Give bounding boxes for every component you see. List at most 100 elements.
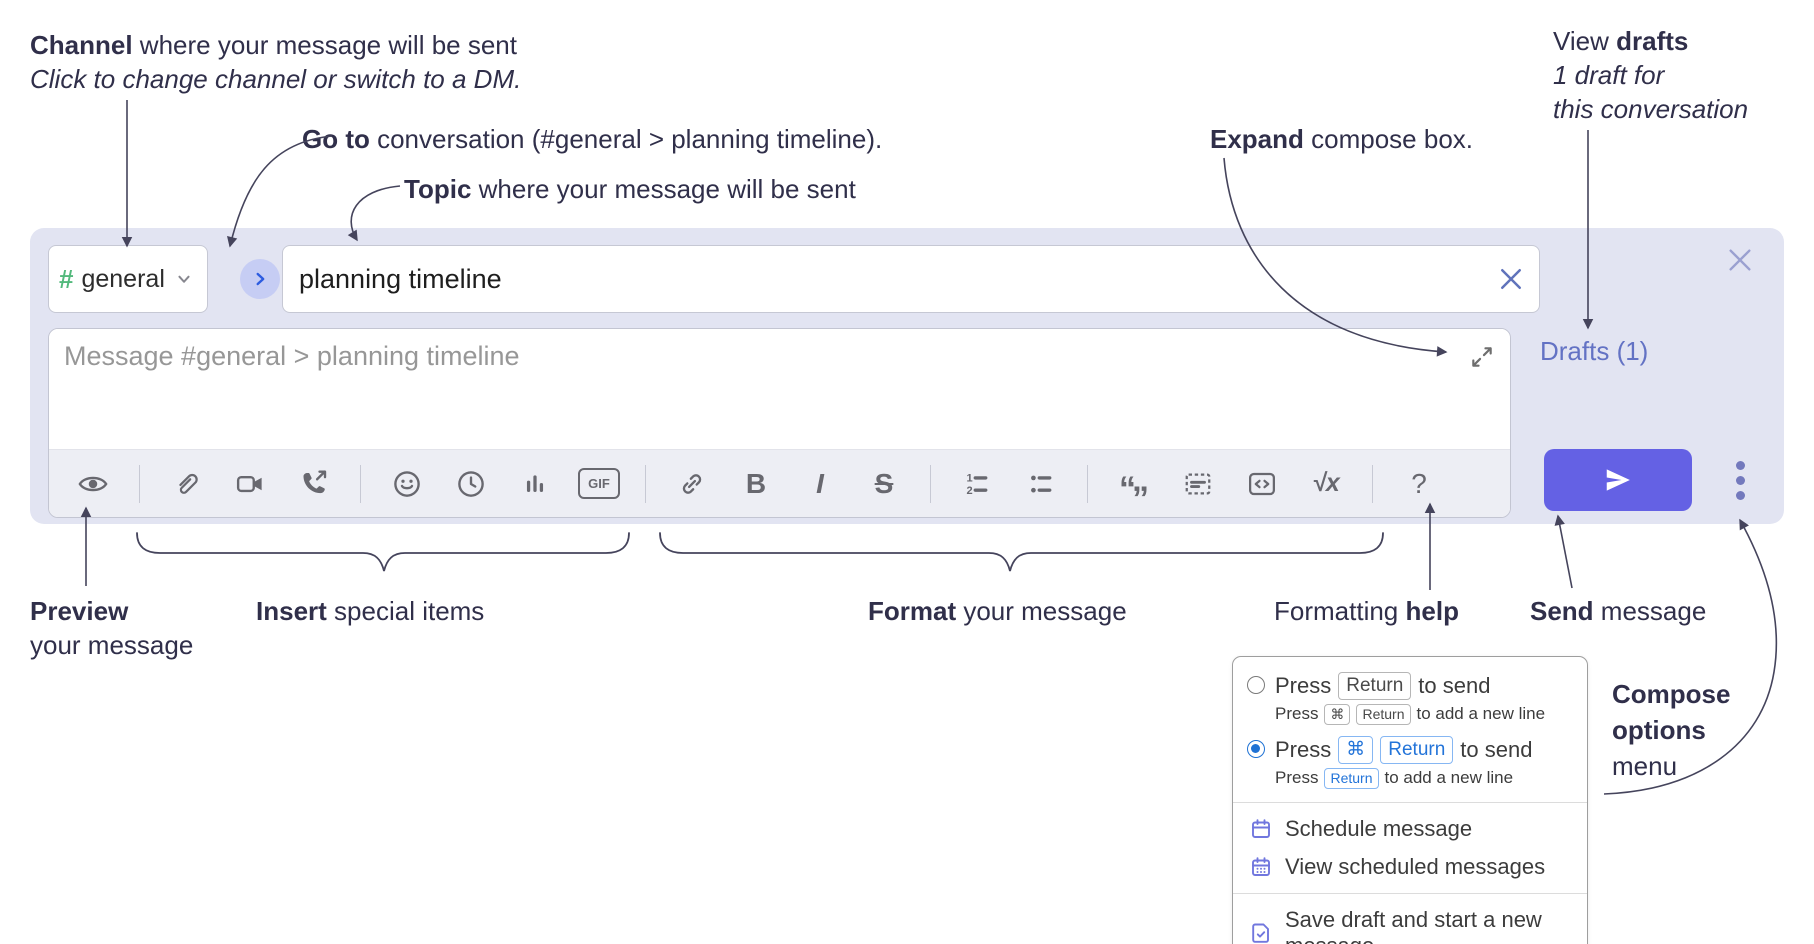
voice-call-button[interactable] (282, 460, 346, 508)
channel-selector[interactable]: # general (48, 245, 208, 313)
message-box: GIF B I (48, 328, 1511, 518)
annotation-format: Format your message (868, 596, 1127, 626)
video-camera-icon (236, 475, 262, 492)
topic-input[interactable] (283, 263, 1489, 295)
key-return: Return (1338, 672, 1412, 700)
annotation-channel-line2: Click to change channel or switch to a D… (30, 64, 522, 94)
radio-selected[interactable] (1247, 740, 1265, 758)
vertical-ellipsis-icon (1735, 475, 1745, 485)
menu-item-schedule-message[interactable]: Schedule message (1233, 810, 1587, 848)
chevron-right-icon (256, 272, 265, 286)
toolbar-divider (139, 464, 140, 503)
annotation-expand: Expand compose box. (1210, 124, 1474, 154)
toolbar-divider (645, 464, 646, 503)
expand-compose-button[interactable] (1466, 341, 1498, 373)
svg-text:1: 1 (967, 472, 973, 484)
go-to-conversation-button[interactable] (240, 259, 280, 299)
key-cmd: ⌘ (1324, 703, 1351, 725)
emoji-button[interactable] (375, 460, 439, 508)
key-return: Return (1380, 736, 1454, 764)
link-icon (682, 473, 702, 494)
channel-name: general (81, 264, 165, 293)
annotation-topic: Topic where your message will be sent (404, 174, 856, 204)
menu-item-save-draft-new-message[interactable]: Save draft and start a new message (1233, 901, 1587, 944)
quote-button[interactable]: “ ” (1102, 460, 1166, 518)
numbered-list-button[interactable]: 1 2 (945, 460, 1009, 508)
menu-divider (1233, 802, 1587, 803)
math-icon: √x (1312, 469, 1340, 497)
add-global-time-button[interactable] (439, 460, 503, 508)
toolbar-divider (360, 464, 361, 503)
compose-options-button[interactable] (1718, 446, 1762, 514)
link-button[interactable] (660, 460, 724, 508)
gif-icon: GIF (578, 468, 620, 499)
italic-button[interactable]: I (788, 460, 852, 508)
compose-toolbar: GIF B I (49, 449, 1510, 517)
annotation-help: Formatting help (1274, 596, 1459, 626)
annotation-insert: Insert special items (256, 596, 485, 626)
attach-file-button[interactable] (154, 460, 218, 508)
paperclip-icon (179, 473, 198, 494)
close-icon (1729, 249, 1751, 271)
spoiler-icon (1185, 473, 1211, 494)
spoiler-button[interactable] (1166, 460, 1230, 508)
annotation-preview: Preview your message (30, 596, 194, 660)
toolbar-divider (1372, 464, 1373, 503)
bold-button[interactable]: B (724, 460, 788, 508)
topic-input-wrap (282, 245, 1540, 313)
calendar-grid-icon (1252, 857, 1270, 876)
option-press-cmd-return-to-send[interactable]: Press ⌘ Return to send Press Return to a… (1233, 731, 1587, 795)
bold-icon: B (745, 467, 767, 499)
clear-topic-button[interactable] (1489, 257, 1533, 301)
compose-box: # general (30, 228, 1784, 524)
draft-file-check-icon (1252, 923, 1269, 943)
brace-format (659, 532, 1384, 572)
clock-icon (458, 470, 484, 497)
brace-insert (136, 532, 630, 572)
channel-hash-icon: # (59, 263, 74, 294)
numbered-list-icon: 1 2 (967, 472, 988, 496)
formatting-help-button[interactable]: ? (1387, 460, 1451, 508)
menu-item-view-scheduled-messages[interactable]: View scheduled messages (1233, 848, 1587, 886)
menu-divider (1233, 893, 1587, 894)
send-button[interactable] (1544, 449, 1692, 511)
message-input[interactable] (49, 329, 1510, 450)
compose-options-menu: Press Return to send Press ⌘ Return to a… (1232, 656, 1588, 944)
strikethrough-button[interactable]: S (852, 460, 916, 508)
math-button[interactable]: √x (1294, 460, 1358, 508)
preview-button[interactable] (61, 460, 125, 508)
quote-icon: “ ” (1119, 469, 1149, 518)
annotation-channel: Channel where your message will be sent … (30, 30, 522, 94)
radio-unselected[interactable] (1247, 676, 1265, 694)
annotation-goto: Go to conversation (#general > planning … (302, 124, 883, 154)
annotation-compose-options: Compose options menu (1612, 679, 1731, 781)
bulleted-list-button[interactable] (1009, 460, 1073, 508)
toolbar-divider (1087, 464, 1088, 503)
chevron-down-icon (178, 275, 190, 283)
arrow-send (1554, 514, 1573, 589)
expand-icon (1472, 347, 1492, 367)
key-cmd: ⌘ (1338, 736, 1374, 764)
calendar-icon (1252, 819, 1270, 838)
drafts-link[interactable]: Drafts (1) (1540, 336, 1649, 366)
key-return: Return (1356, 703, 1411, 725)
code-button[interactable] (1230, 460, 1294, 508)
toolbar-divider (930, 464, 931, 503)
vertical-ellipsis-icon (1735, 490, 1745, 500)
close-icon (1501, 269, 1521, 289)
svg-text:2: 2 (967, 484, 973, 496)
vertical-ellipsis-icon (1735, 460, 1745, 470)
close-compose-button[interactable] (1722, 242, 1758, 278)
video-call-button[interactable] (218, 460, 282, 508)
key-return: Return (1324, 767, 1379, 789)
send-plane-icon (1606, 469, 1630, 491)
eye-icon (78, 476, 108, 491)
add-poll-button[interactable] (503, 460, 567, 508)
bulleted-list-icon (1031, 475, 1052, 493)
add-gif-button[interactable]: GIF (567, 460, 631, 508)
bar-chart-icon (526, 474, 544, 492)
italic-icon: I (816, 467, 824, 499)
annotation-view-drafts: View drafts 1 draft for this conversatio… (1553, 26, 1749, 124)
option-press-return-to-send[interactable]: Press Return to send Press ⌘ Return to a… (1233, 667, 1587, 731)
